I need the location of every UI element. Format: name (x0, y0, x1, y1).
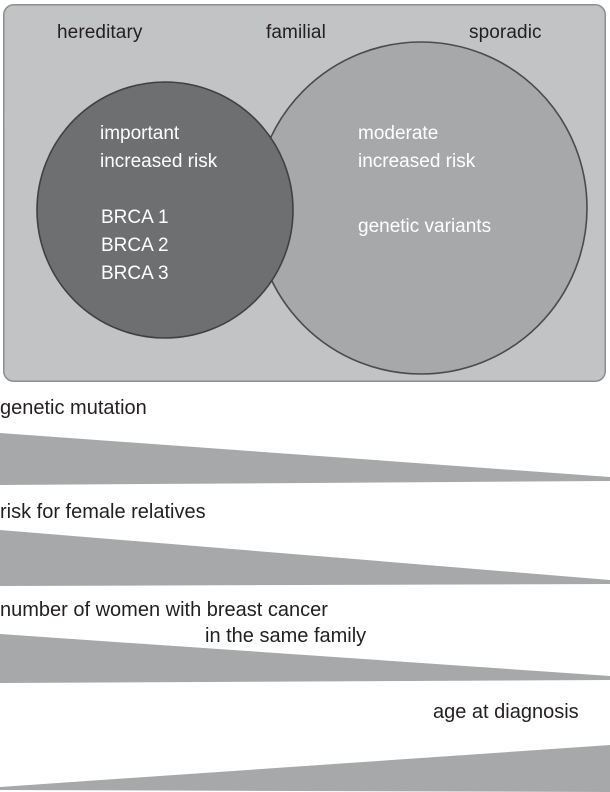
gradient-caption-age-at-diagnosis: age at diagnosis (433, 701, 579, 723)
venn-diagram-graphic (3, 4, 606, 382)
panel-label-hereditary: hereditary (57, 22, 143, 43)
gradient-caption-number-of-women-line2: in the same family (205, 625, 367, 647)
wedge-number-of-women (0, 634, 610, 683)
gradient-caption-number-of-women-line1: number of women with breast cancer (0, 599, 328, 621)
gradient-row-age-at-diagnosis: age at diagnosis (0, 700, 610, 792)
gradient-row-number-of-women: number of women with breast cancer in th… (0, 598, 610, 698)
sporadic-genes-text: genetic variants (358, 216, 492, 237)
gradient-row-genetic-mutation: genetic mutation (0, 396, 610, 491)
panel-label-familial: familial (266, 22, 326, 43)
wedge-genetic-mutation (0, 433, 610, 485)
hereditary-circle-shape (36, 81, 294, 339)
wedge-age-at-diagnosis (0, 745, 610, 792)
sporadic-circle-shape (254, 41, 588, 375)
gradient-caption-genetic-mutation: genetic mutation (0, 397, 147, 419)
wedge-risk-female-relatives (0, 530, 610, 586)
gradient-row-risk-female-relatives: risk for female relatives (0, 500, 610, 595)
gradient-caption-risk-female-relatives: risk for female relatives (0, 501, 206, 523)
panel-label-sporadic: sporadic (469, 22, 542, 43)
